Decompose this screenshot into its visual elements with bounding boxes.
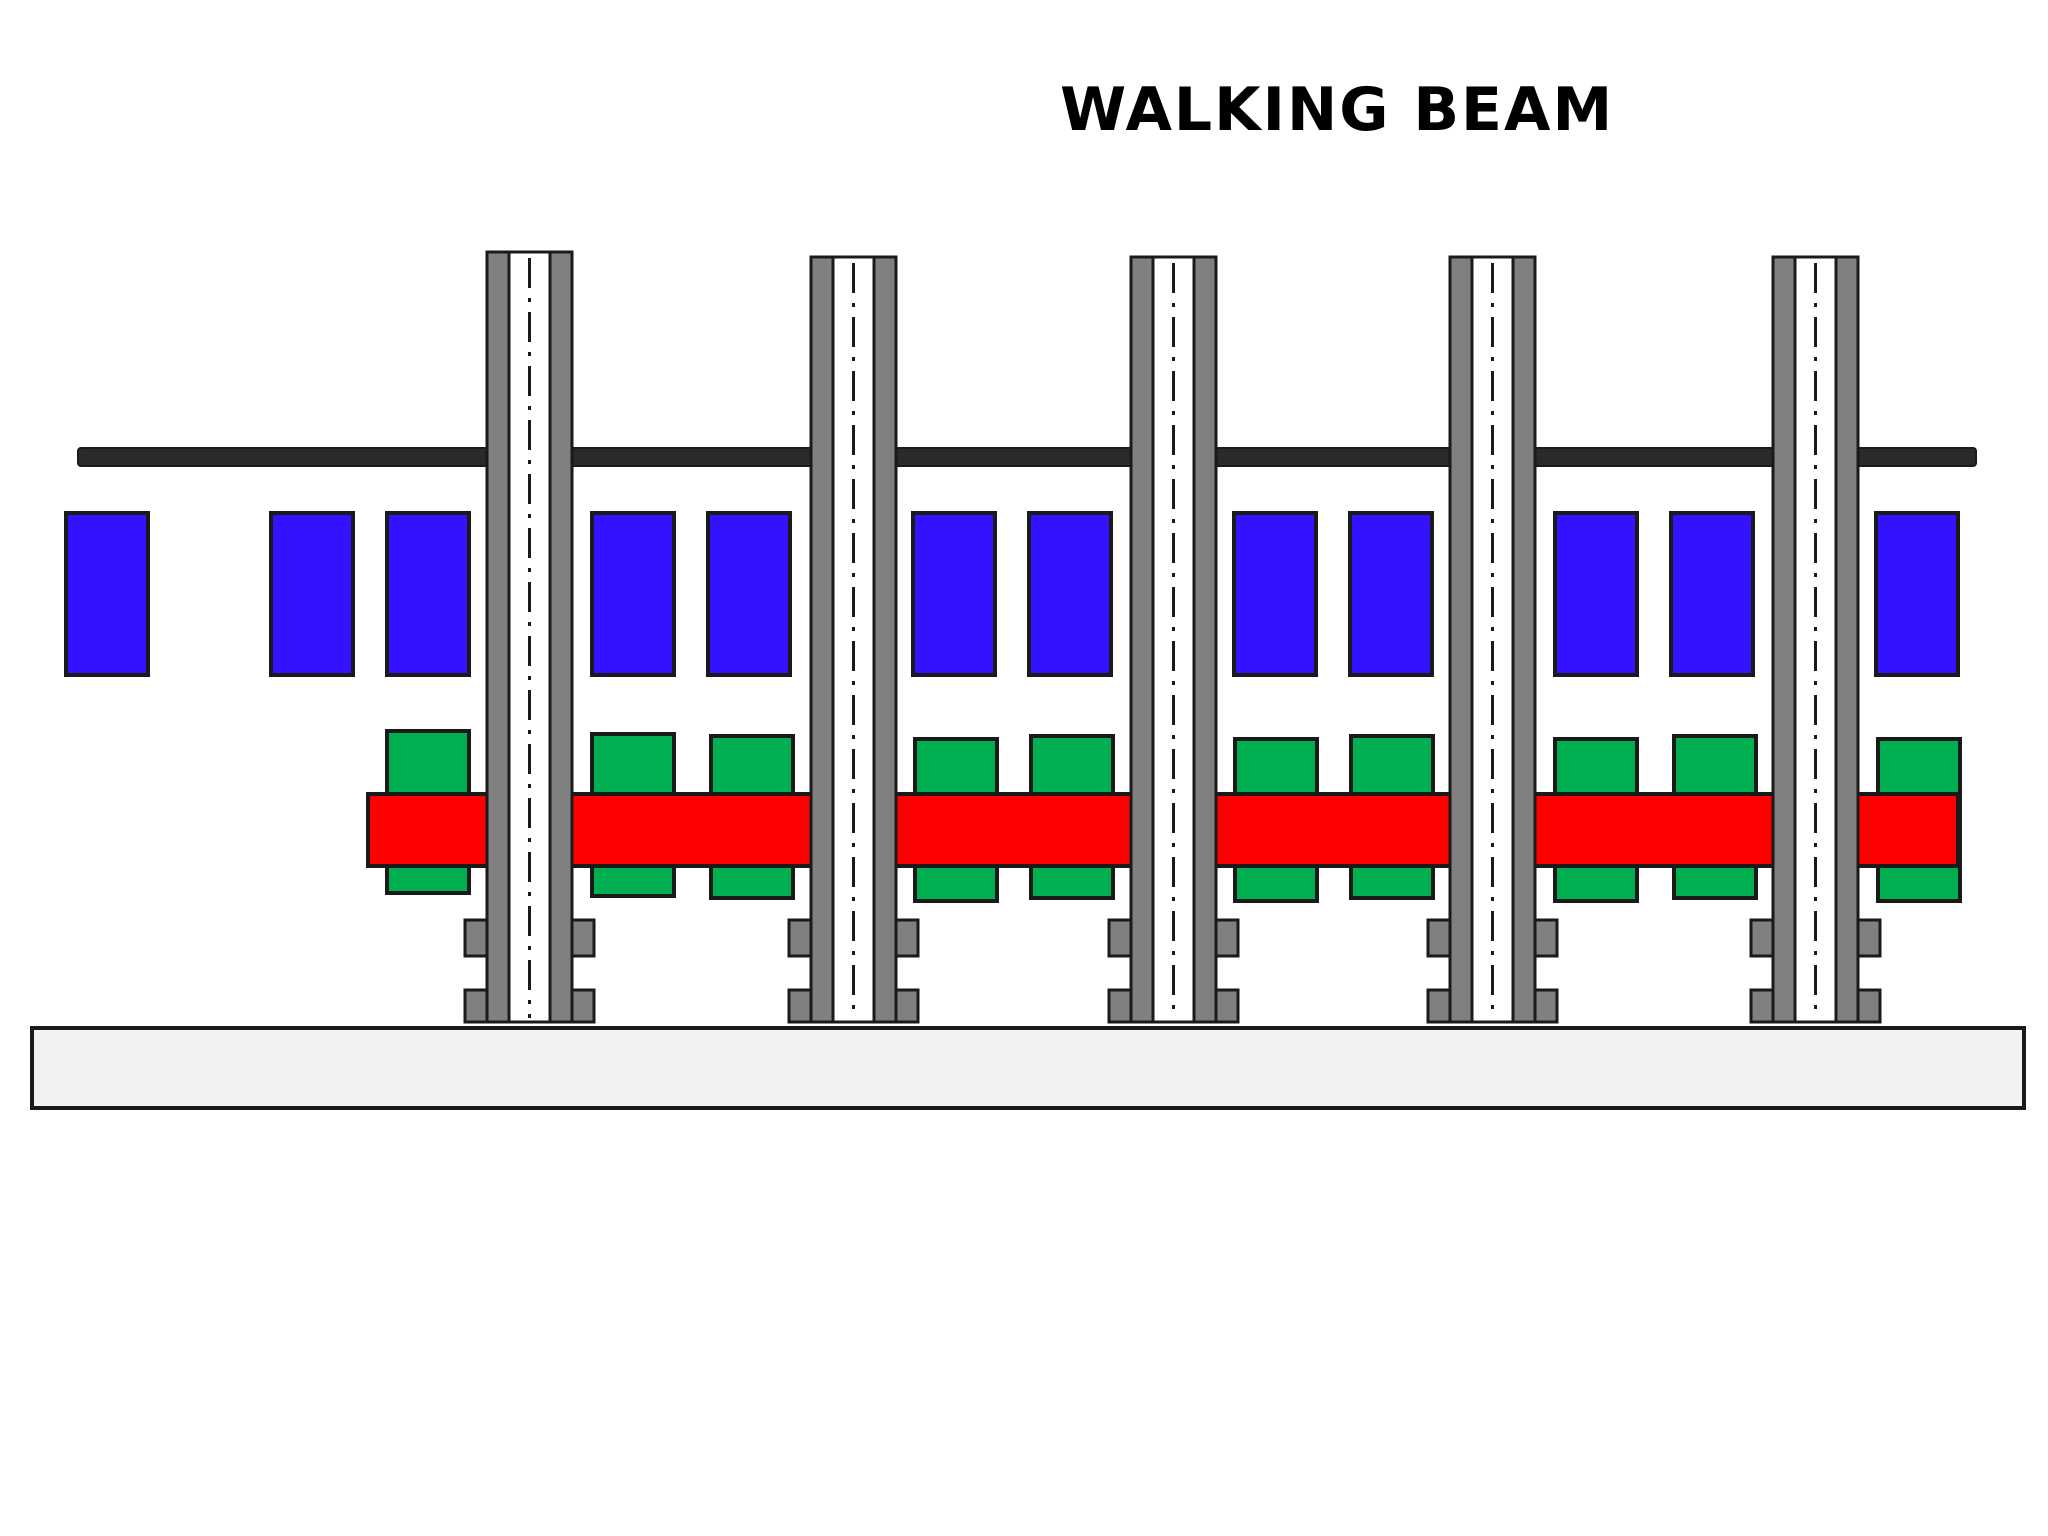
- column-front-side-left: [809, 255, 835, 1024]
- column-front-side-left: [1129, 255, 1155, 1024]
- column-front-side-right: [1192, 255, 1218, 1024]
- column-front-side-right: [1834, 255, 1860, 1024]
- guide-column-front: [1448, 255, 1537, 1024]
- stationary-block: [385, 511, 471, 677]
- stationary-block: [64, 511, 150, 677]
- stationary-block: [1348, 511, 1434, 677]
- column-front-side-right: [872, 255, 898, 1024]
- guide-column-front: [1129, 255, 1218, 1024]
- guide-column-front: [485, 250, 574, 1024]
- stationary-block: [590, 511, 676, 677]
- stationary-block: [1232, 511, 1318, 677]
- stationary-block: [1027, 511, 1113, 677]
- base-platform: [30, 1026, 2026, 1110]
- stationary-block: [269, 511, 355, 677]
- fixed-beam-bar: [77, 447, 1977, 467]
- stationary-block: [1874, 511, 1960, 677]
- stationary-block: [1553, 511, 1639, 677]
- column-front-side-left: [485, 250, 511, 1024]
- column-front-side-right: [548, 250, 574, 1024]
- guide-column-front: [1771, 255, 1860, 1024]
- column-front-side-left: [1448, 255, 1474, 1024]
- diagram-title: WALKING BEAM: [1060, 75, 1615, 145]
- stationary-block: [911, 511, 997, 677]
- guide-column-front: [809, 255, 898, 1024]
- stationary-block: [706, 511, 792, 677]
- column-front-side-left: [1771, 255, 1797, 1024]
- column-front-side-right: [1511, 255, 1537, 1024]
- stationary-block: [1669, 511, 1755, 677]
